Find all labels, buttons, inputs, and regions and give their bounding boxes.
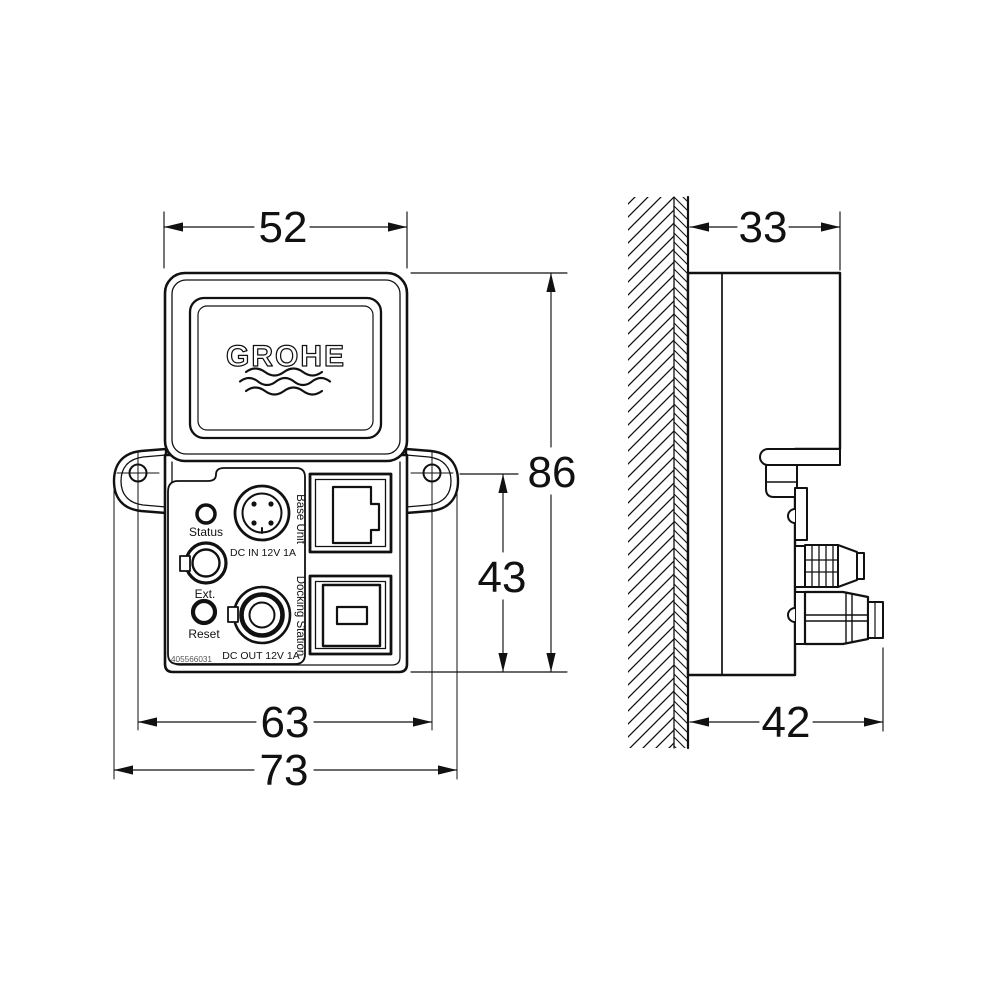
dimension-total-height: 86 [410, 272, 577, 673]
dimension-total-width: 73 [113, 489, 458, 795]
side-view: 33 42 [628, 195, 884, 750]
ext-connector [179, 541, 228, 585]
grohe-logo-text: GROHE [226, 340, 346, 373]
docking-station-jack [308, 574, 393, 656]
reset-button [190, 598, 218, 626]
dc-in-label: DC IN 12V 1A [230, 547, 296, 559]
control-panel: Status Ext. Reset DC IN 12V 1A [167, 467, 306, 665]
svg-text:63: 63 [261, 698, 310, 747]
side-bracket [765, 464, 798, 498]
dc-out-label: DC OUT 12V 1A [222, 650, 299, 662]
side-connector-bottom [787, 590, 884, 646]
upper-housing: GROHE [163, 271, 409, 463]
wall-hatch [628, 195, 690, 750]
svg-text:73: 73 [260, 746, 309, 795]
status-label: Status [189, 525, 223, 539]
svg-text:43: 43 [478, 553, 527, 602]
dc-in-connector [233, 484, 291, 542]
dimension-body-depth: 33 [689, 203, 841, 271]
dimension-top-width: 52 [163, 203, 408, 269]
side-body [686, 271, 884, 677]
front-view: GROHE Status Ext. Reset [112, 203, 577, 795]
dimension-total-depth: 42 [689, 647, 884, 747]
svg-text:86: 86 [528, 448, 577, 497]
base-unit-jack [308, 472, 393, 554]
status-led [195, 503, 217, 525]
side-connector-top [794, 544, 865, 588]
svg-text:42: 42 [762, 698, 811, 747]
mounting-ear-left [112, 447, 168, 515]
side-boss [787, 487, 808, 541]
reset-label: Reset [188, 627, 220, 641]
svg-text:52: 52 [259, 203, 308, 252]
base-unit-label: Base Unit [294, 494, 306, 545]
grohe-wave-icon [238, 367, 332, 396]
side-flange [759, 448, 841, 466]
ext-label: Ext. [195, 587, 216, 601]
part-number: 405566031 [171, 655, 212, 664]
dimension-hole-spacing: 63 [137, 451, 433, 747]
dc-out-connector [227, 585, 292, 645]
docking-station-label: Docking Station [294, 576, 306, 657]
dimension-lower-height: 43 [459, 473, 527, 673]
logo-panel [188, 296, 383, 440]
svg-text:33: 33 [739, 203, 788, 252]
